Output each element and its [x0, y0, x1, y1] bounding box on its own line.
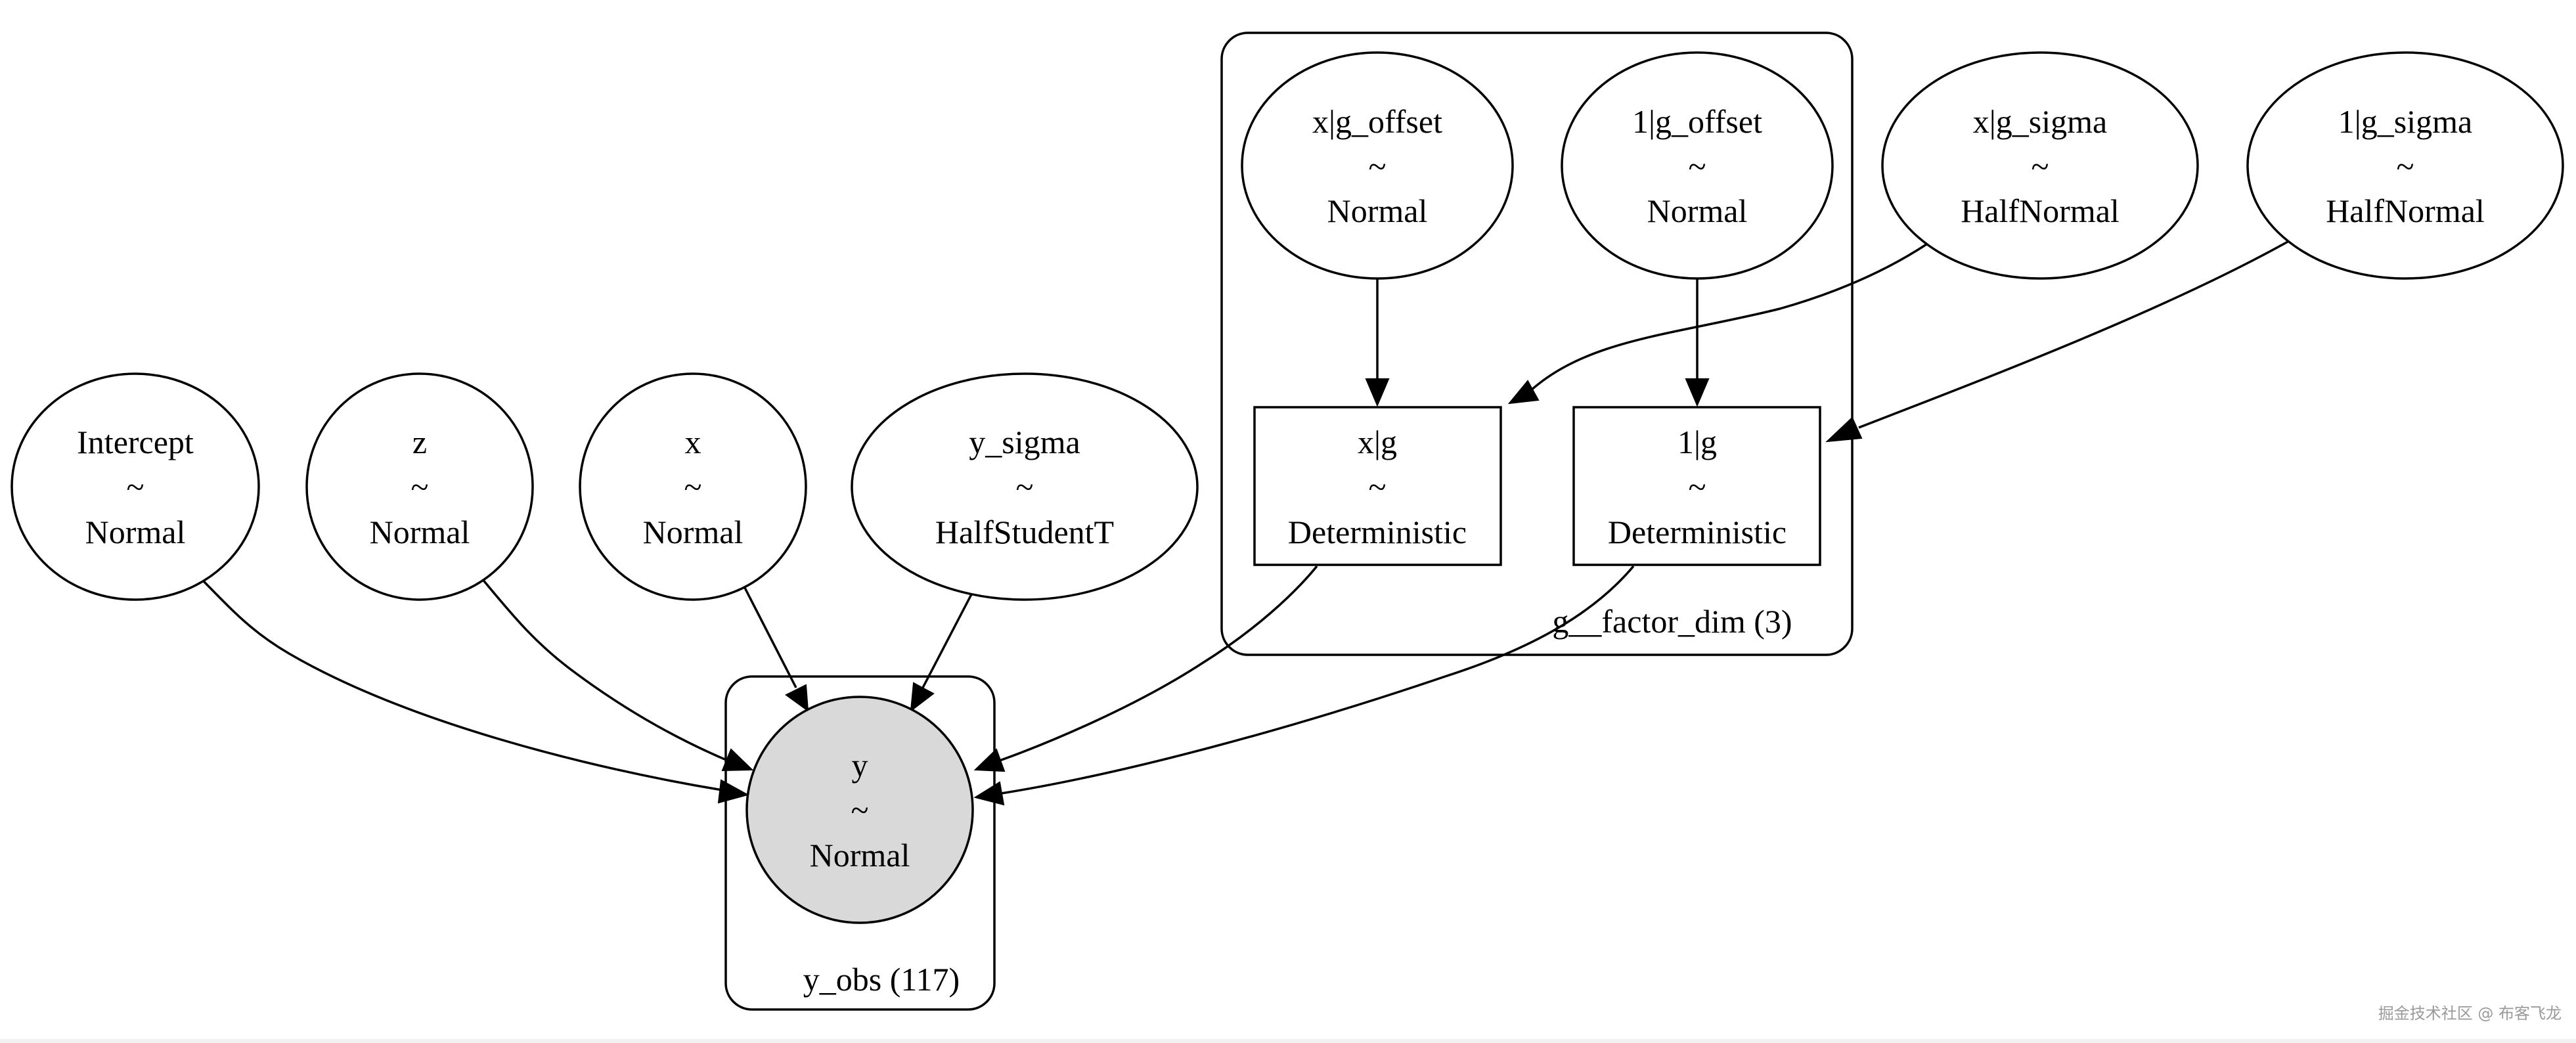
- edge-1g-sigma-to-1g: [1825, 240, 2290, 443]
- edge-z-to-y-line: [480, 577, 728, 762]
- node-xg-sigma-ellipse: [1881, 51, 2199, 280]
- node-x: x ~ Normal: [579, 372, 807, 601]
- node-xg-sigma: x|g_sigma ~ HalfNormal: [1881, 51, 2199, 280]
- node-y-sigma-distribution: HalfStudentT: [935, 514, 1114, 550]
- node-1g-offset-name: 1|g_offset: [1632, 103, 1762, 140]
- edge-xg-to-y-line: [999, 565, 1318, 762]
- node-xg-sigma-tilde: ~: [2031, 148, 2049, 185]
- node-1g-tilde: ~: [1688, 468, 1706, 505]
- edge-y-sigma-to-y: [910, 592, 973, 713]
- node-y-name: y: [852, 747, 868, 784]
- node-xg-tilde: ~: [1368, 468, 1386, 505]
- edge-1g-to-y: [973, 565, 1635, 806]
- node-y: y ~ Normal: [745, 696, 974, 924]
- node-y-sigma: y_sigma ~ HalfStudentT: [851, 372, 1199, 601]
- node-xg-offset-tilde: ~: [1368, 148, 1386, 185]
- node-1g-distribution: Deterministic: [1608, 514, 1787, 550]
- node-z: z ~ Normal: [305, 372, 534, 601]
- edge-xg-offset-to-xg: [1365, 279, 1390, 407]
- plate-g-factor-dim-label: g__factor_dim (3): [1552, 603, 1792, 640]
- node-y-sigma-tilde: ~: [1015, 468, 1033, 505]
- node-y-tilde: ~: [851, 791, 868, 828]
- node-xg-distribution: Deterministic: [1288, 514, 1467, 550]
- plate-y-obs: y_obs (117): [724, 675, 996, 1011]
- edge-intercept-to-y: [199, 577, 749, 804]
- edge-xg-to-y-arrowhead: [973, 748, 1006, 772]
- plate-y-obs-border: [724, 675, 996, 1011]
- node-xg-offset-name: x|g_offset: [1312, 103, 1442, 140]
- node-xg-offset-distribution: Normal: [1327, 192, 1428, 229]
- node-y-ellipse: [745, 696, 974, 924]
- plate-g-factor-dim: g__factor_dim (3): [1220, 32, 1854, 656]
- node-xg-offset-ellipse: [1241, 51, 1514, 280]
- node-1g-offset-distribution: Normal: [1647, 192, 1748, 229]
- node-y-sigma-ellipse: [851, 372, 1199, 601]
- edge-y-sigma-to-y-line: [922, 592, 973, 688]
- edge-z-to-y: [480, 577, 754, 772]
- plate-y-obs-label: y_obs (117): [803, 961, 960, 998]
- node-intercept: Intercept ~ Normal: [11, 372, 260, 601]
- node-xg-sigma-distribution: HalfNormal: [1961, 192, 2120, 229]
- edge-xg-sigma-to-xg: [1507, 243, 1927, 405]
- edge-z-to-y-arrowhead: [721, 748, 754, 772]
- node-1g-sigma: 1|g_sigma ~ HalfNormal: [2246, 51, 2564, 280]
- edge-1g-sigma-to-1g-arrowhead: [1825, 416, 1863, 443]
- node-z-distribution: Normal: [370, 514, 470, 550]
- node-z-name: z: [412, 424, 427, 460]
- node-1g-name: 1|g: [1677, 424, 1717, 460]
- node-y-sigma-name: y_sigma: [969, 424, 1080, 460]
- node-1g-sigma-tilde: ~: [2396, 148, 2414, 185]
- node-xg-offset: x|g_offset ~ Normal: [1241, 51, 1514, 280]
- node-x-tilde: ~: [684, 468, 701, 505]
- watermark: 掘金技术社区 @ 布客飞龙: [2378, 1004, 2562, 1023]
- node-xg-box: [1253, 406, 1502, 566]
- edge-y-sigma-to-y-arrowhead: [910, 682, 935, 713]
- node-1g-offset: 1|g_offset ~ Normal: [1561, 51, 1834, 280]
- edge-intercept-to-y-line: [199, 577, 723, 791]
- edge-1g-offset-to-1g-arrowhead: [1685, 378, 1710, 407]
- node-x-distribution: Normal: [643, 514, 744, 550]
- edge-xg-sigma-to-xg-arrowhead: [1507, 380, 1540, 405]
- node-1g: 1|g ~ Deterministic: [1572, 406, 1821, 566]
- node-z-tilde: ~: [411, 468, 428, 505]
- node-1g-offset-tilde: ~: [1688, 148, 1706, 185]
- node-y-distribution: Normal: [810, 837, 910, 874]
- node-1g-sigma-name: 1|g_sigma: [2338, 103, 2472, 140]
- edge-x-to-y: [743, 586, 809, 713]
- node-intercept-distribution: Normal: [85, 514, 186, 550]
- node-1g-sigma-distribution: HalfNormal: [2326, 192, 2485, 229]
- node-1g-sigma-ellipse: [2246, 51, 2564, 280]
- node-1g-box: [1572, 406, 1821, 566]
- edges: [199, 240, 2290, 806]
- node-xg-sigma-name: x|g_sigma: [1973, 103, 2107, 140]
- node-xg: x|g ~ Deterministic: [1253, 406, 1502, 566]
- edge-x-to-y-arrowhead: [785, 684, 809, 713]
- node-intercept-tilde: ~: [126, 468, 144, 505]
- node-intercept-ellipse: [11, 372, 260, 601]
- node-xg-name: x|g: [1358, 424, 1397, 460]
- edge-1g-offset-to-1g: [1685, 279, 1710, 407]
- node-1g-offset-ellipse: [1561, 51, 1834, 280]
- plate-g-factor-dim-border: [1220, 32, 1854, 656]
- node-x-name: x: [685, 424, 701, 460]
- edge-xg-to-y: [973, 565, 1318, 772]
- edge-1g-to-y-arrowhead: [973, 781, 1005, 806]
- edge-intercept-to-y-arrowhead: [717, 779, 749, 804]
- edge-1g-sigma-to-1g-line: [1858, 240, 2290, 429]
- edge-xg-sigma-to-xg-line: [1529, 243, 1927, 392]
- node-x-ellipse: [579, 372, 807, 601]
- edge-xg-offset-to-xg-arrowhead: [1365, 378, 1390, 407]
- node-intercept-name: Intercept: [77, 424, 194, 460]
- edge-x-to-y-line: [743, 586, 797, 688]
- edge-1g-to-y-line: [1000, 565, 1635, 795]
- bottom-divider: [0, 1039, 2576, 1043]
- node-z-ellipse: [305, 372, 534, 601]
